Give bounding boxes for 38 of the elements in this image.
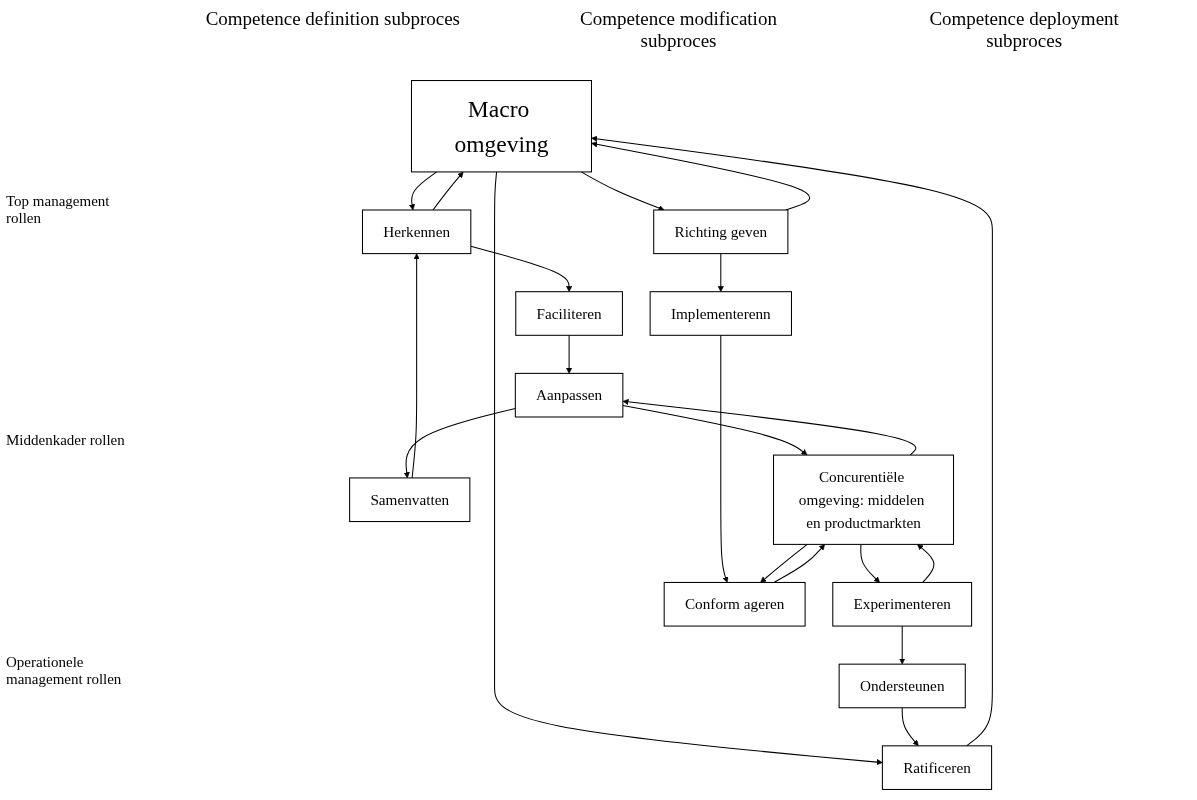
arrow bbox=[717, 253, 724, 292]
arrow bbox=[901, 707, 919, 747]
arrow bbox=[403, 407, 516, 479]
node-box: Ondersteunen bbox=[838, 663, 966, 709]
column-heading: Competence modification subproces bbox=[579, 8, 778, 53]
node-box: Richting geven bbox=[653, 209, 789, 255]
column-heading: Competence deployment subproces bbox=[928, 8, 1120, 53]
node-box: Experimenteren bbox=[832, 581, 973, 627]
arrow bbox=[591, 135, 993, 747]
arrow bbox=[411, 253, 420, 479]
row-label: Top management rollen bbox=[6, 192, 111, 227]
node-box: Implementerenn bbox=[649, 291, 792, 336]
column-heading: Competence definition subproces bbox=[204, 8, 461, 31]
node-box: Concurentiële omgeving: middelen en productmarkten bbox=[773, 454, 955, 545]
node-box: Macro omgeving bbox=[410, 80, 592, 173]
arrow bbox=[917, 544, 935, 583]
node-box: Herkennen bbox=[361, 209, 472, 255]
arrow bbox=[409, 171, 438, 211]
node-box: Faciliteren bbox=[515, 291, 623, 336]
arrow bbox=[591, 141, 811, 211]
arrow bbox=[860, 543, 880, 583]
arrow bbox=[773, 544, 825, 583]
node-box: Aanpassen bbox=[514, 372, 624, 418]
node-box: Ratificeren bbox=[881, 745, 993, 790]
arrow bbox=[470, 245, 573, 292]
row-label: Middenkader rollen bbox=[6, 431, 126, 449]
arrow bbox=[566, 334, 573, 374]
node-box: Samenvatten bbox=[349, 477, 471, 523]
arrow bbox=[432, 171, 464, 211]
arrow bbox=[580, 171, 665, 211]
row-label: Operationele management rollen bbox=[6, 653, 123, 688]
arrow bbox=[622, 404, 808, 456]
arrow bbox=[899, 625, 906, 665]
node-box: Conform ageren bbox=[663, 581, 806, 627]
arrow bbox=[622, 398, 917, 456]
arrow bbox=[720, 334, 729, 583]
arrow bbox=[494, 171, 883, 766]
arrow bbox=[760, 543, 808, 583]
